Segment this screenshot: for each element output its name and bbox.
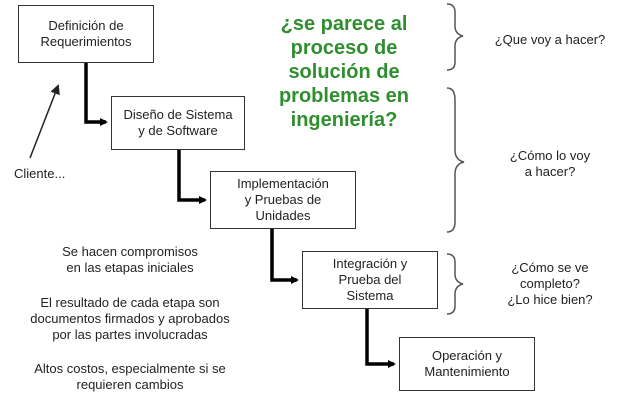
stage-connector-1-2 (84, 63, 108, 126)
stage-box-implementation: Implementación y Pruebas de Unidades (210, 171, 356, 229)
note-commitments: Se hacen compromisos en las etapas inici… (62, 244, 198, 275)
stage-connector-2-3 (177, 150, 207, 204)
phase-question-what: ¿Que voy a hacer? (494, 32, 606, 47)
phase-question-how: ¿Cómo lo voy a hacer? (509, 148, 591, 179)
stage-box-integration: Integración y Prueba del Sistema (302, 251, 438, 309)
stage-label: Operación y Mantenimiento (424, 348, 510, 379)
note-costs: Altos costos, especialmente si se requie… (34, 361, 226, 392)
stage-connector-3-4 (270, 229, 299, 284)
stage-label: Integración y Prueba del Sistema (332, 256, 408, 303)
phase-question-verify: ¿Cómo se ve completo? ¿Lo hice bien? (507, 260, 593, 307)
stage-box-operation: Operación y Mantenimiento (399, 337, 535, 391)
brace-what (446, 3, 464, 71)
note-deliverables: El resultado de cada etapa son documento… (30, 295, 230, 342)
stage-label: Implementación y Pruebas de Unidades (237, 176, 329, 223)
central-question: ¿se parece al proceso de solución de pro… (278, 13, 410, 131)
stage-box-requirements: Definición de Requerimientos (18, 5, 154, 63)
stage-label: Diseño de Sistema y de Software (123, 107, 233, 138)
brace-how (446, 87, 465, 233)
client-arrow (29, 84, 60, 159)
stage-label: Definición de Requerimientos (40, 18, 132, 49)
stage-box-design: Diseño de Sistema y de Software (111, 96, 245, 150)
brace-verify (446, 253, 464, 315)
stage-connector-4-5 (365, 309, 396, 368)
client-label: Cliente... (14, 166, 66, 181)
